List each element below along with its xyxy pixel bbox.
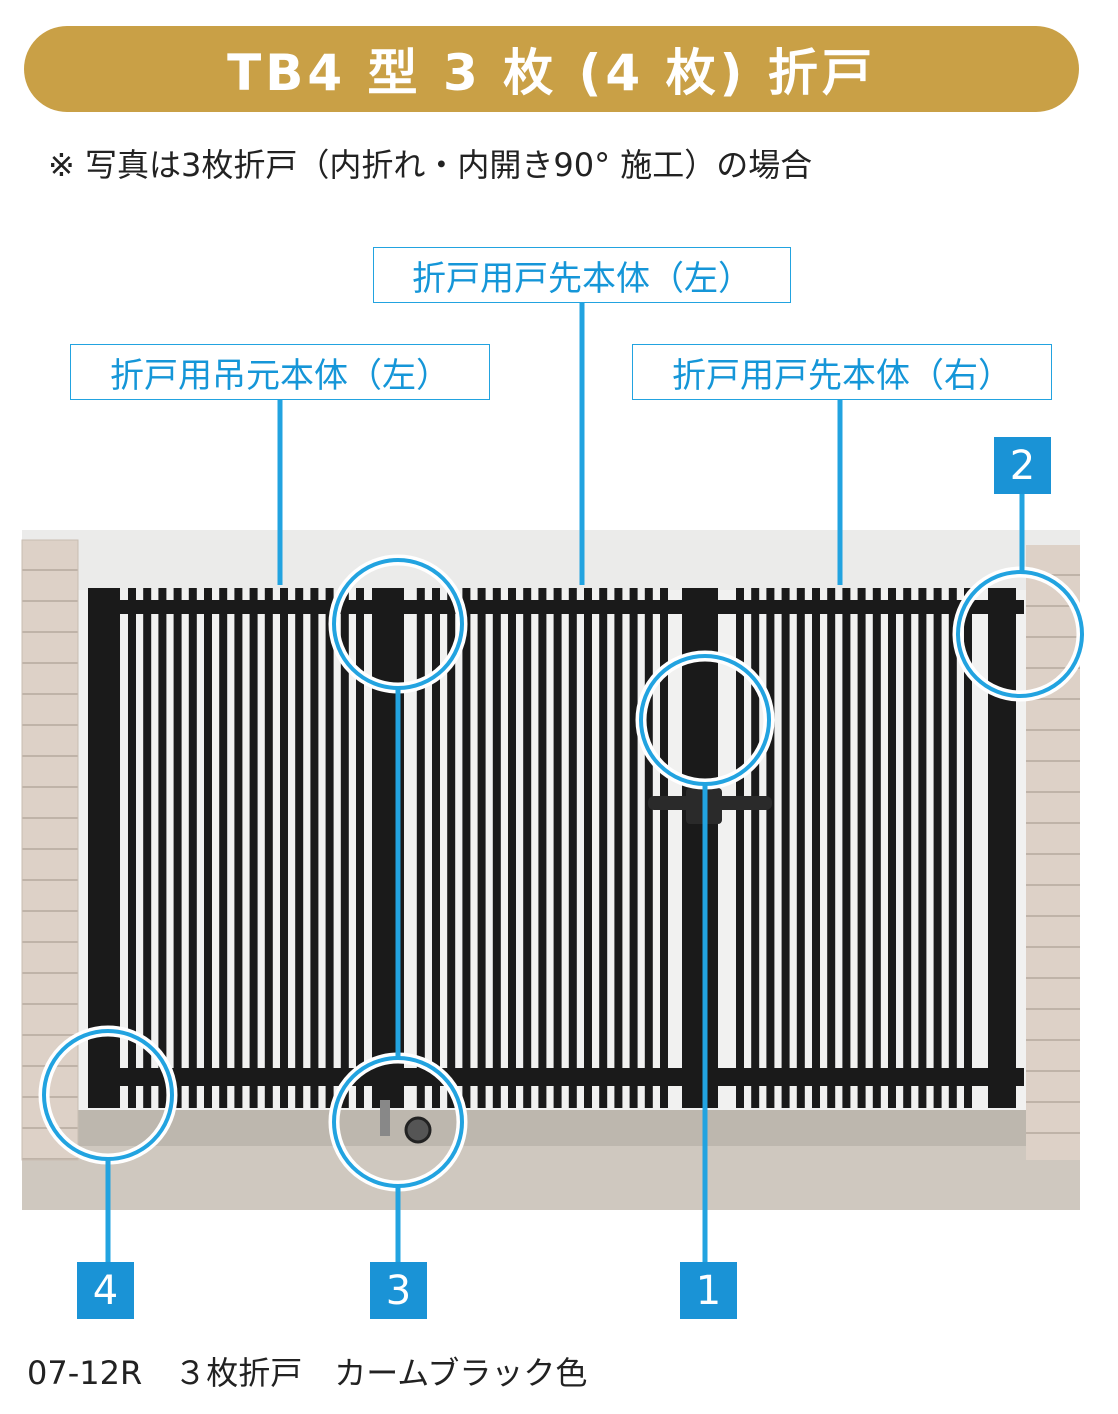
gate-bar <box>781 588 790 1108</box>
gate-bar <box>812 588 820 1108</box>
callout-number-2: 2 <box>994 437 1051 494</box>
gate-bar <box>462 588 471 1108</box>
gate-bar <box>356 588 364 1108</box>
gate-bar <box>796 588 805 1108</box>
gate-bar <box>644 588 653 1108</box>
gate-bar <box>492 588 501 1108</box>
gate-bar <box>629 588 638 1108</box>
callout-number-3: 3 <box>370 1262 427 1319</box>
gate-bar <box>872 588 881 1108</box>
gate-bar <box>143 588 152 1108</box>
gate-bars <box>128 588 972 1108</box>
gate-bar <box>325 588 334 1108</box>
gate-bar <box>888 588 896 1108</box>
label-hinge-body-left: 折戸用吊元本体（左） <box>70 344 490 400</box>
gate-bar <box>249 588 258 1108</box>
gate-bar <box>903 588 912 1108</box>
gate-bar <box>857 588 866 1108</box>
gate-bar <box>766 588 775 1108</box>
label-door-tip-right: 折戸用戸先本体（右） <box>632 344 1052 400</box>
gate-bar <box>948 588 957 1108</box>
gate-bar <box>234 588 243 1108</box>
gate-bar <box>204 588 212 1108</box>
gate-bar <box>584 588 592 1108</box>
gate-bar <box>918 588 927 1108</box>
gate-bar <box>508 588 516 1108</box>
callout-number-4: 4 <box>77 1262 134 1319</box>
gate-bar <box>310 588 319 1108</box>
callout-number-1: 1 <box>680 1262 737 1319</box>
gate-bar <box>173 588 182 1108</box>
gate-bar <box>827 588 836 1108</box>
gate-bar <box>219 588 228 1108</box>
product-caption: 07-12R ３枚折戸 カームブラック色 <box>27 1354 588 1392</box>
photo-note: ※ 写真は3枚折戸（内折れ・内開き90° 施工）の場合 <box>48 146 813 184</box>
gate-bar <box>295 588 304 1108</box>
gate-bar <box>660 588 668 1108</box>
gate-bar <box>128 588 136 1108</box>
gate-bar <box>264 588 273 1108</box>
gate-bar <box>842 588 851 1108</box>
gate-bar <box>158 588 167 1108</box>
page-title: TB4 型 3 枚 (4 枚) 折戸 <box>227 44 876 102</box>
gate-bar <box>538 588 547 1108</box>
gate-bar <box>280 588 288 1108</box>
callout-lines <box>105 302 1025 1262</box>
gate-bar <box>964 588 972 1108</box>
gate-bar <box>614 588 623 1108</box>
gate-wheel <box>380 1100 432 1144</box>
left-brick-pillar <box>21 539 79 1161</box>
gate-bar <box>568 588 577 1108</box>
gate-bar <box>432 588 440 1108</box>
gate-bar <box>188 588 197 1108</box>
gate-bar <box>447 588 456 1108</box>
gate-bar <box>751 588 760 1108</box>
gate-bar <box>340 588 349 1108</box>
gate-bar <box>933 588 942 1108</box>
gate-bar <box>553 588 562 1108</box>
title-bar: TB4 型 3 枚 (4 枚) 折戸 <box>24 26 1079 112</box>
label-door-tip-left: 折戸用戸先本体（左） <box>373 247 791 303</box>
gate-bar <box>416 588 425 1108</box>
gate-bar <box>736 588 744 1108</box>
gate-bar <box>599 588 608 1108</box>
gate-bar <box>477 588 486 1108</box>
gate-bar <box>523 588 532 1108</box>
right-brick-pillar <box>1026 545 1080 1160</box>
